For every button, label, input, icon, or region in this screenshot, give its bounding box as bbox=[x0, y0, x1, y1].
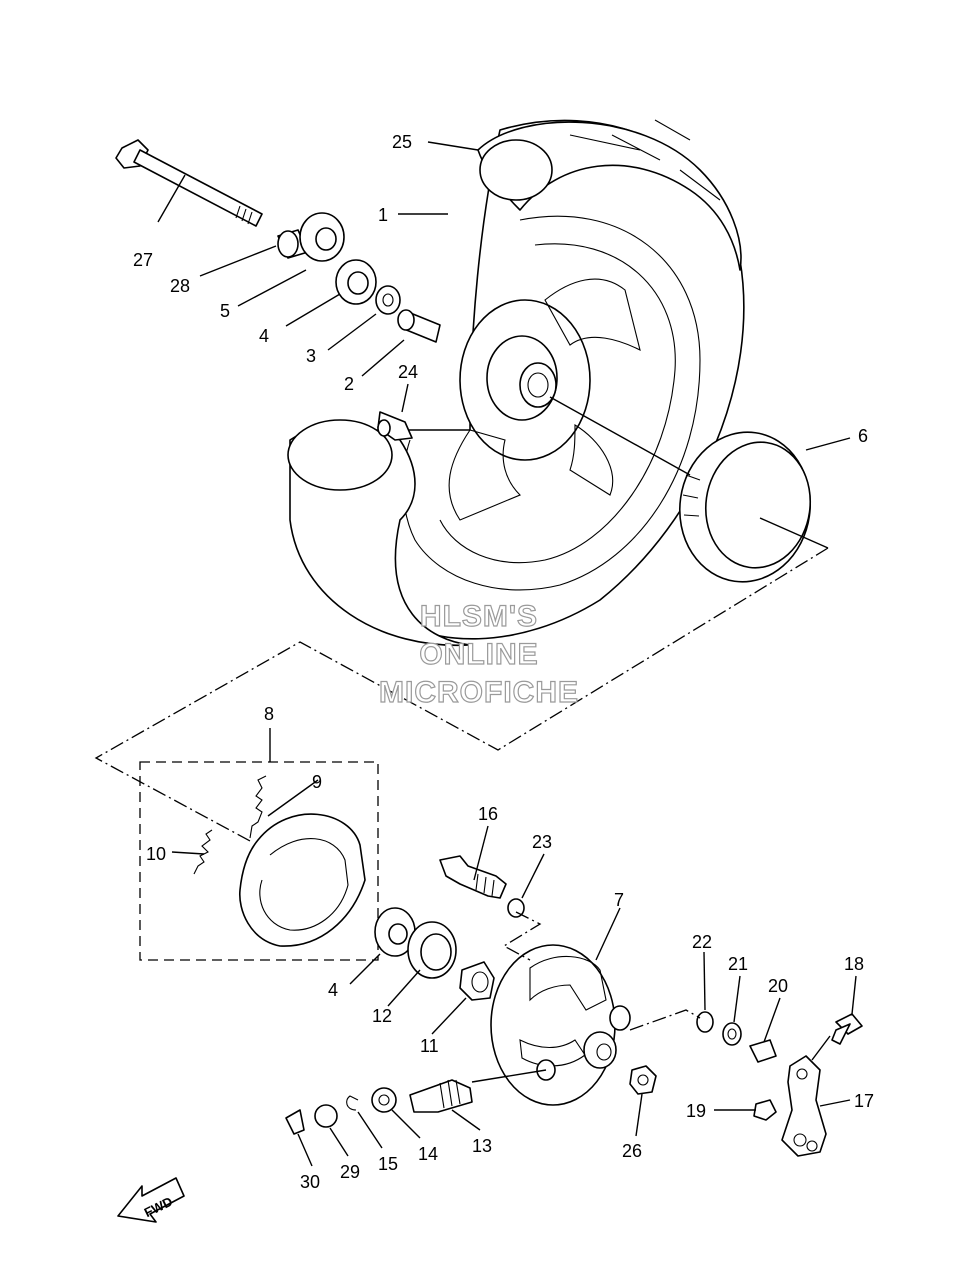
thrust-washer bbox=[371, 1087, 397, 1113]
callout-19: 19 bbox=[686, 1101, 706, 1121]
watermark-line-1: HLSM'S bbox=[420, 600, 538, 633]
brake-cam-shaft bbox=[409, 1079, 473, 1113]
callout-8: 8 bbox=[264, 704, 274, 724]
brake-shoe bbox=[239, 813, 366, 947]
callout-4b: 4 bbox=[328, 980, 338, 1000]
callout-21: 21 bbox=[728, 954, 748, 974]
callout-15: 15 bbox=[378, 1154, 398, 1174]
callout-12: 12 bbox=[372, 1006, 392, 1026]
wheel-rim bbox=[287, 119, 745, 647]
callout-2: 2 bbox=[344, 374, 354, 394]
oil-seal bbox=[407, 921, 457, 979]
bolt-18 bbox=[831, 1013, 863, 1045]
circlip-15 bbox=[346, 1095, 359, 1111]
watermark-line-2: ONLINE bbox=[419, 638, 538, 671]
callout-7: 7 bbox=[614, 890, 624, 910]
callout-6: 6 bbox=[858, 426, 868, 446]
watermark: HLSM'S ONLINE MICROFICHE bbox=[378, 599, 579, 709]
watermark-line-3: MICROFICHE bbox=[379, 676, 579, 709]
callout-20: 20 bbox=[768, 976, 788, 996]
callout-22: 22 bbox=[692, 932, 712, 952]
assembly-frame-upper bbox=[94, 547, 829, 843]
axle-shaft bbox=[115, 139, 263, 227]
callout-10: 10 bbox=[146, 844, 166, 864]
callout-1: 1 bbox=[378, 205, 388, 225]
callout-4a: 4 bbox=[259, 326, 269, 346]
speedometer-shaft bbox=[439, 855, 507, 899]
callout-28: 28 bbox=[170, 276, 190, 296]
callout-24: 24 bbox=[398, 362, 418, 382]
brake-camshaft-lever bbox=[781, 1055, 827, 1157]
bearing-5 bbox=[299, 212, 345, 262]
spacer-flange bbox=[375, 285, 401, 315]
clip-30 bbox=[285, 1109, 305, 1135]
callout-14: 14 bbox=[418, 1144, 438, 1164]
callout-29: 29 bbox=[340, 1162, 360, 1182]
callout-18: 18 bbox=[844, 954, 864, 974]
speedometer-gear bbox=[459, 961, 495, 1001]
callout-13: 13 bbox=[472, 1136, 492, 1156]
return-spring-9 bbox=[249, 775, 267, 839]
callout-3: 3 bbox=[306, 346, 316, 366]
nut-19 bbox=[753, 1099, 777, 1121]
callout-9: 9 bbox=[312, 772, 322, 792]
bearing-4-lower bbox=[374, 907, 416, 957]
fwd-arrow-icon: FWD bbox=[117, 1177, 185, 1223]
spacer-tube bbox=[397, 309, 441, 343]
callout-25: 25 bbox=[392, 132, 412, 152]
assembly-frame-lower bbox=[502, 911, 701, 1031]
callout-5: 5 bbox=[220, 301, 230, 321]
brake-shoe-plate bbox=[490, 944, 631, 1106]
collar bbox=[277, 229, 309, 259]
washer-21 bbox=[722, 1022, 742, 1046]
tire-band-ring bbox=[678, 431, 812, 583]
callout-23: 23 bbox=[532, 832, 552, 852]
brake-shoe-kit-box bbox=[139, 761, 379, 961]
return-spring-10 bbox=[193, 829, 213, 875]
o-ring-22 bbox=[696, 1011, 714, 1033]
callout-27: 27 bbox=[133, 250, 153, 270]
callout-11: 11 bbox=[420, 1036, 439, 1056]
nut-26 bbox=[629, 1065, 657, 1095]
bearing-4-upper bbox=[335, 259, 377, 305]
callout-labels: 25 1 27 28 5 4 3 2 24 6 8 9 10 16 23 7 2… bbox=[133, 132, 874, 1192]
callout-30: 30 bbox=[300, 1172, 320, 1192]
callout-16: 16 bbox=[478, 804, 498, 824]
o-ring-29 bbox=[314, 1104, 338, 1128]
leader-lines bbox=[157, 141, 857, 1167]
callout-26: 26 bbox=[622, 1141, 642, 1161]
callout-17: 17 bbox=[854, 1091, 874, 1111]
circlip-23 bbox=[507, 898, 525, 918]
wear-indicator-20 bbox=[749, 1039, 777, 1063]
